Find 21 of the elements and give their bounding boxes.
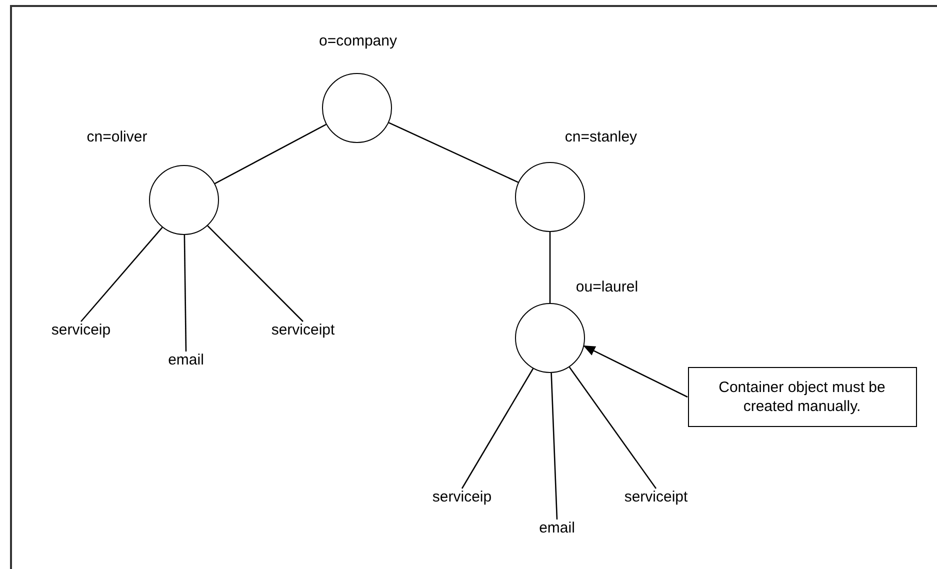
- leaf-label: serviceipt: [271, 322, 335, 338]
- connector-line: [461, 368, 534, 489]
- connector-line: [388, 122, 518, 183]
- node-label: cn=oliver: [86, 128, 148, 146]
- arrow: [583, 345, 688, 398]
- connector-line: [214, 124, 326, 184]
- connector-line: [549, 232, 551, 303]
- leaf-label: serviceip: [432, 488, 492, 506]
- connector-line: [184, 234, 187, 352]
- connector-line: [550, 372, 558, 520]
- connector-line: [568, 366, 657, 489]
- callout-box: Container object must be created manually.: [688, 367, 916, 427]
- leaf-label: email: [168, 352, 204, 368]
- node-label: o=company: [319, 32, 397, 50]
- connector-line: [80, 227, 163, 322]
- leaf-label: email: [539, 520, 575, 536]
- connector-line: [207, 225, 304, 322]
- node-label: ou=laurel: [576, 278, 638, 296]
- leaf-label: serviceip: [51, 322, 111, 338]
- leaf-label: serviceipt: [624, 488, 688, 506]
- node-label: cn=stanley: [564, 128, 638, 146]
